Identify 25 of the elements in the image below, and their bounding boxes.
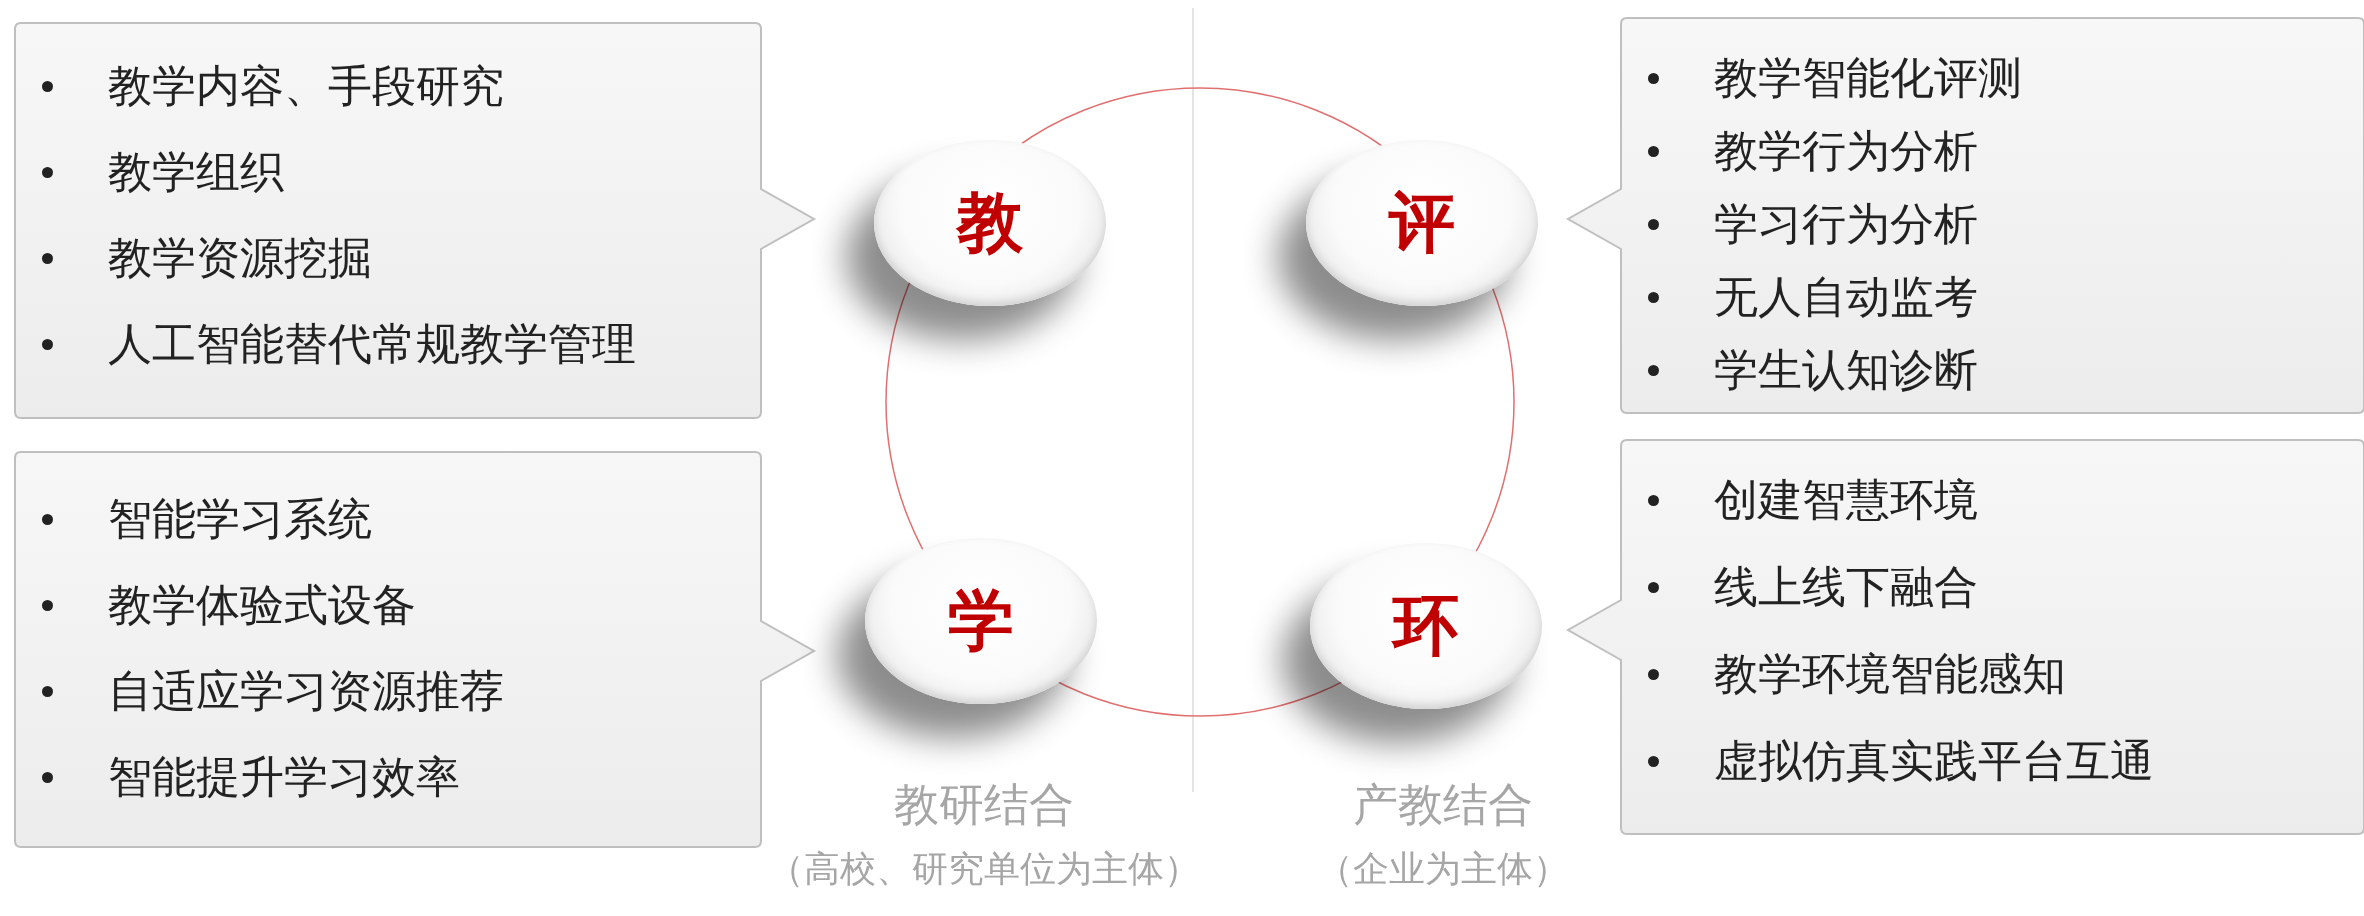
list-item: 教学环境智能感知: [1714, 647, 2066, 701]
list-item: 教学行为分析: [1714, 124, 1978, 178]
list-item: 创建智慧环境: [1714, 473, 1978, 527]
list-item: 线上线下融合: [1714, 560, 1978, 614]
list-item: 虚拟仿真实践平台互通: [1714, 734, 2154, 788]
disc: 评: [1306, 140, 1538, 306]
disc: 学: [865, 538, 1097, 704]
list-item: 无人自动监考: [1714, 270, 1978, 324]
list-item: 自适应学习资源推荐: [108, 663, 504, 718]
caption-text: 教研结合: [894, 776, 1074, 833]
disc: 环: [1310, 543, 1542, 709]
list-item: 智能学习系统: [108, 491, 372, 546]
caption-text: 产教结合: [1353, 776, 1533, 833]
caption-text: （企业为主体）: [1317, 847, 1569, 891]
list-item: 教学智能化评测: [1714, 51, 2022, 105]
list-item: 教学内容、手段研究: [108, 58, 504, 113]
list-item: 智能提升学习效率: [108, 749, 460, 804]
list-item: 人工智能替代常规教学管理: [108, 316, 636, 371]
list-item: 教学体验式设备: [108, 577, 416, 632]
list-item: 学生认知诊断: [1714, 343, 1978, 397]
caption-text: （高校、研究单位为主体）: [768, 847, 1200, 891]
list-item: 教学组织: [108, 144, 284, 199]
list-item: 学习行为分析: [1714, 197, 1978, 251]
disc: 教: [874, 140, 1106, 306]
list-item: 教学资源挖掘: [108, 230, 372, 285]
